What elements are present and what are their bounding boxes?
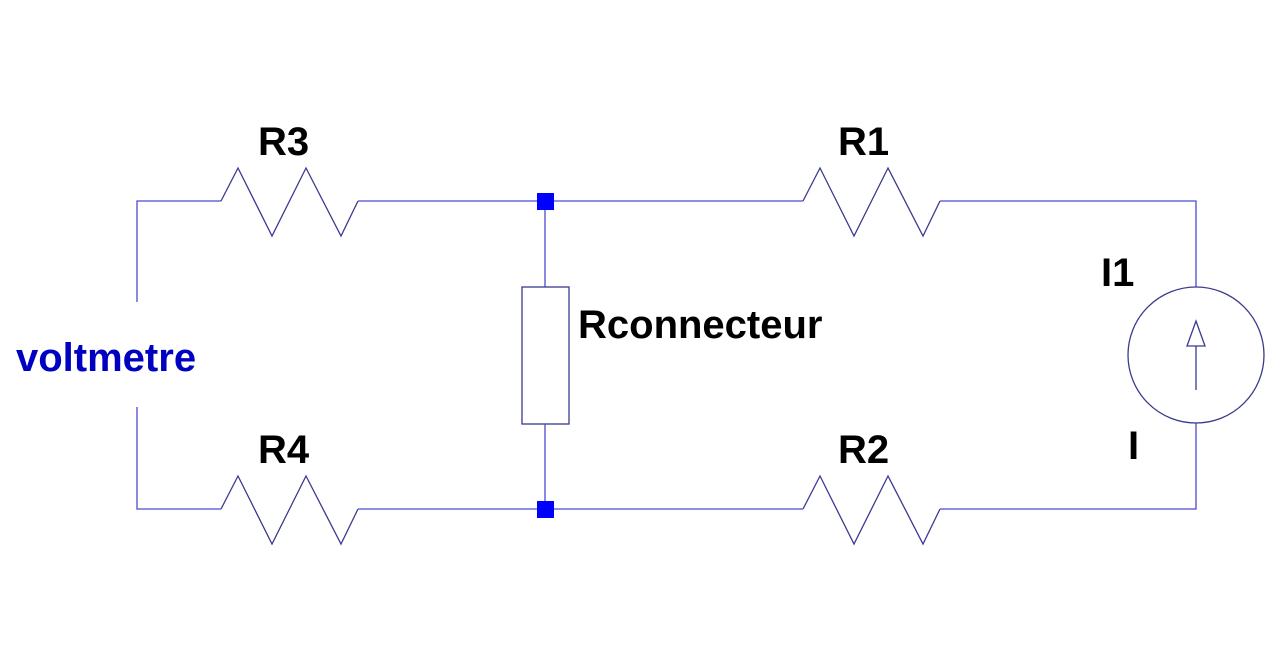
wire-voltmeter-bottom xyxy=(136,407,221,510)
label-r3: R3 xyxy=(258,120,309,164)
junction-top xyxy=(537,193,554,210)
wire-r2-to-source xyxy=(940,423,1197,510)
label-rconnecteur: Rconnecteur xyxy=(578,303,823,347)
resistor-rconnecteur xyxy=(521,286,570,425)
label-i1: I1 xyxy=(1101,251,1134,295)
label-r4: R4 xyxy=(258,428,310,472)
resistor-r4 xyxy=(220,474,359,546)
label-i1-value: I xyxy=(1128,424,1139,468)
junction-bottom xyxy=(537,501,554,518)
label-r1: R1 xyxy=(838,120,889,164)
current-source-i1 xyxy=(1127,286,1265,424)
resistor-r1 xyxy=(802,166,941,238)
resistor-r3 xyxy=(220,166,359,238)
current-arrow-up-icon xyxy=(1186,319,1206,347)
label-r2: R2 xyxy=(838,428,889,472)
resistor-r2 xyxy=(802,474,941,546)
net-label-voltmetre: voltmetre xyxy=(16,336,196,380)
wire-voltmeter-top xyxy=(136,200,221,302)
wire-r1-to-source xyxy=(940,200,1197,287)
current-source-circle xyxy=(1127,286,1265,424)
